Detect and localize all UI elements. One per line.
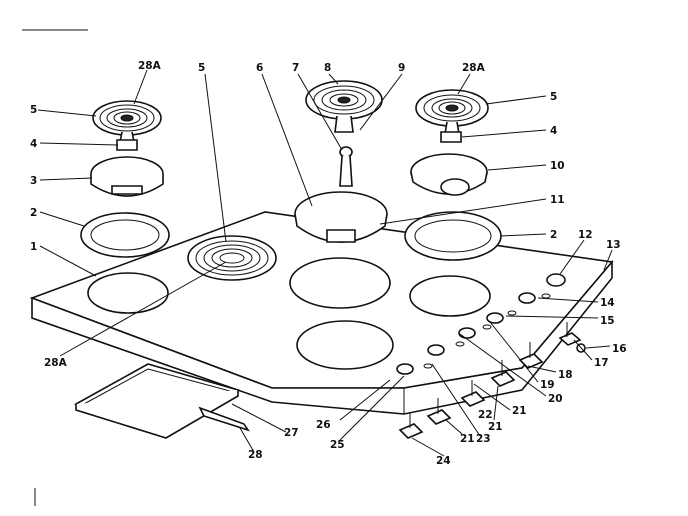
surface-element-right — [415, 89, 489, 135]
terminal-block-right — [440, 131, 462, 143]
right-burner-opening — [409, 275, 491, 317]
label-3: 3 — [30, 175, 37, 187]
front-left-burner-opening — [87, 272, 169, 314]
surface-element-left — [92, 100, 162, 143]
installed-surface-element — [187, 235, 277, 281]
label-7: 7 — [292, 62, 299, 74]
griddle — [73, 363, 250, 439]
label-18: 18 — [558, 369, 573, 381]
label-28a-left: 28A — [138, 60, 162, 72]
element-bracket — [339, 146, 353, 187]
label-10: 10 — [550, 160, 565, 172]
label-9: 9 — [398, 62, 405, 74]
label-22: 22 — [478, 409, 493, 421]
label-6: 6 — [256, 62, 263, 74]
label-15: 15 — [600, 315, 615, 327]
label-2-right: 2 — [550, 229, 557, 241]
trim-ring-left — [80, 212, 170, 258]
trim-ring-right — [404, 211, 502, 261]
leader-lines — [37, 69, 613, 457]
label-23: 23 — [476, 433, 491, 445]
label-28a-right: 28A — [462, 62, 486, 74]
label-25: 25 — [330, 439, 345, 451]
label-26: 26 — [316, 419, 331, 431]
label-21-b: 21 — [488, 421, 503, 433]
front-center-burner-opening — [296, 320, 394, 370]
label-14: 14 — [600, 297, 615, 309]
label-5-left: 5 — [30, 104, 37, 116]
label-4-right: 4 — [550, 125, 557, 137]
label-12: 12 — [578, 229, 593, 241]
label-13: 13 — [606, 239, 621, 251]
label-21-c: 21 — [460, 433, 475, 445]
drip-pan-right — [410, 153, 488, 196]
label-21-a: 21 — [512, 405, 527, 417]
surface-element-center — [305, 80, 383, 133]
infinite-switches — [398, 322, 586, 439]
label-28: 28 — [248, 449, 263, 461]
label-28a-bottom: 28A — [44, 357, 68, 369]
label-24: 24 — [436, 455, 451, 467]
label-19: 19 — [540, 379, 555, 391]
label-17: 17 — [594, 357, 609, 369]
label-5-center-left: 5 — [198, 62, 205, 74]
label-5-right: 5 — [550, 91, 557, 103]
label-8: 8 — [324, 62, 331, 74]
label-2-left: 2 — [30, 207, 37, 219]
label-11: 11 — [550, 194, 565, 206]
label-16: 16 — [612, 343, 627, 355]
drip-pan-left — [90, 156, 164, 197]
label-4-left: 4 — [30, 138, 37, 150]
label-20: 20 — [548, 393, 563, 405]
center-burner-opening — [289, 257, 391, 309]
drip-pan-center — [294, 191, 388, 243]
control-knobs — [396, 273, 566, 375]
terminal-block-left — [116, 139, 138, 151]
label-1: 1 — [30, 241, 37, 253]
label-27: 27 — [284, 427, 299, 439]
